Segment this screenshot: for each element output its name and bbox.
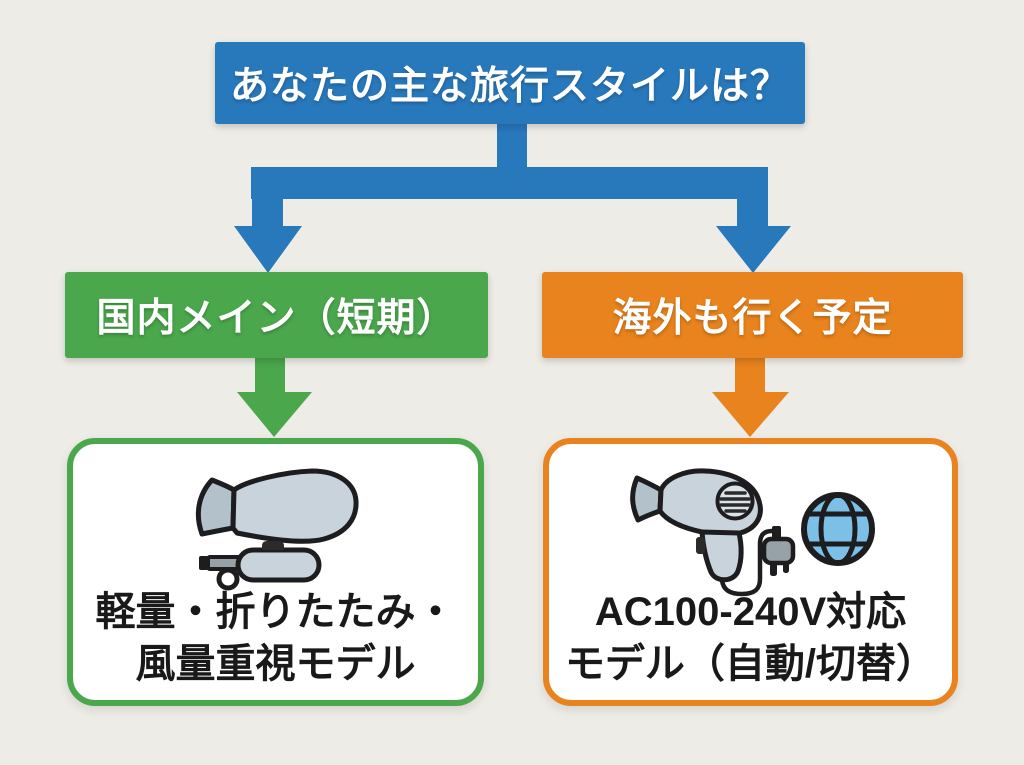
branch-domestic-label: 国内メイン（短期） bbox=[96, 297, 457, 340]
arrow-overseas bbox=[712, 354, 789, 437]
travel-dryer-and-globe-icon bbox=[630, 468, 875, 597]
branch-overseas-label: 海外も行く予定 bbox=[612, 297, 893, 340]
result-overseas-text: AC100-240V対応 モデル（自動/切替） bbox=[549, 586, 952, 690]
branch-box-domestic: 国内メイン（短期） bbox=[65, 272, 488, 358]
result-card-overseas: AC100-240V対応 モデル（自動/切替） bbox=[543, 438, 958, 706]
question-box: あなたの主な旅行スタイルは？ bbox=[215, 42, 805, 124]
foldable-hair-dryer-icon bbox=[195, 468, 359, 591]
result-card-domestic: 軽量・折りたたみ・ 風量重視モデル bbox=[67, 438, 484, 706]
question-label: あなたの主な旅行スタイルは？ bbox=[229, 65, 790, 108]
result-domestic-line2: 風量重視モデル bbox=[135, 642, 416, 686]
globe-icon bbox=[801, 492, 875, 566]
branch-box-overseas: 海外も行く予定 bbox=[542, 272, 963, 358]
result-overseas-line1: AC100-240V対応 bbox=[594, 590, 907, 634]
result-domestic-text: 軽量・折りたたみ・ 風量重視モデル bbox=[73, 586, 478, 690]
hair-dryer-with-plug-icon bbox=[630, 468, 796, 597]
branch-connector-arrows bbox=[234, 120, 791, 273]
result-domestic-line1: 軽量・折りたたみ・ bbox=[95, 590, 456, 634]
arrow-domestic bbox=[237, 354, 312, 437]
result-overseas-line2: モデル（自動/切替） bbox=[564, 642, 937, 686]
